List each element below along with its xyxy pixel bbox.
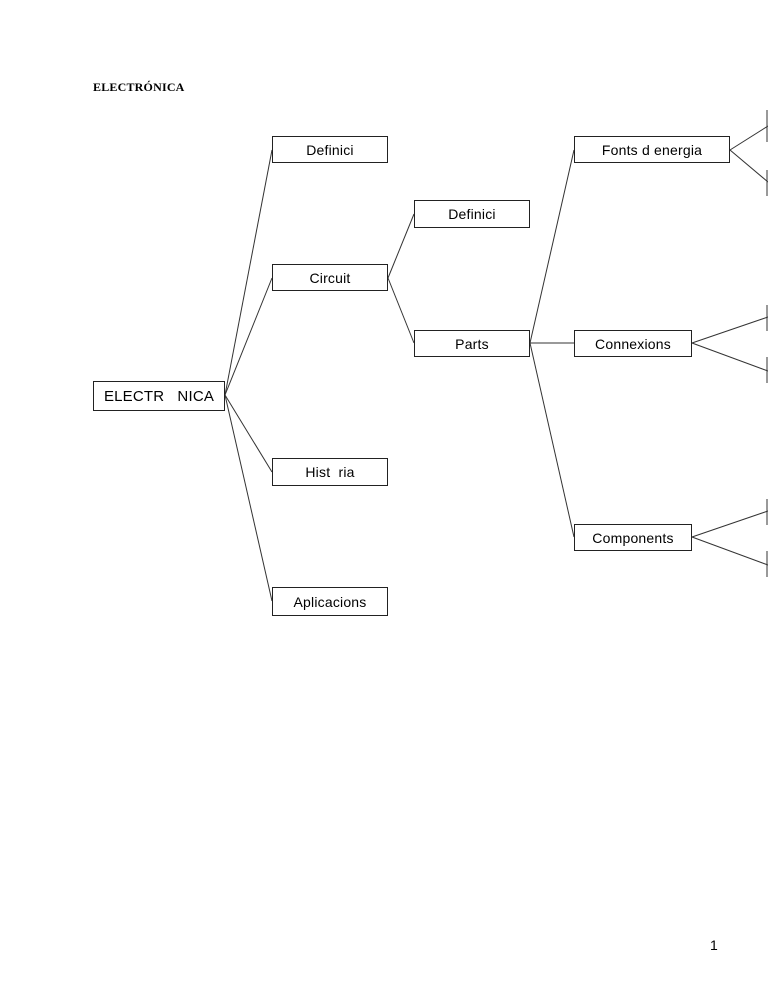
edge-root-circuit (224, 277, 273, 396)
node-circuit: Circuit (272, 264, 388, 291)
edge-components-leaf-2 (691, 536, 768, 566)
node-historia: Hist ria (272, 458, 388, 486)
edge-fonts-leaf-1 (729, 125, 768, 151)
edge-circuit-definicio (387, 213, 415, 279)
edge-connexions-leaf-1 (691, 316, 768, 344)
node-aplicacions: Aplicacions (272, 587, 388, 616)
page-number: 1 (710, 937, 718, 953)
node-parts: Parts (414, 330, 530, 357)
edge-parts-fonts (529, 149, 575, 344)
edge-root-aplicacions (224, 394, 273, 602)
edge-fonts-leaf-2 (729, 149, 768, 183)
edge-root-definicio (224, 149, 273, 396)
edge-parts-components (529, 342, 575, 538)
edge-connexions-leaf-2 (691, 342, 768, 372)
node-connexions: Connexions (574, 330, 692, 357)
edge-circuit-parts (387, 277, 415, 344)
node-components: Components (574, 524, 692, 551)
page-title: ELECTRÓNICA (93, 80, 185, 94)
node-fonts-energia: Fonts d energia (574, 136, 730, 163)
node-circuit-definicio: Definici (414, 200, 530, 228)
node-definicio: Definici (272, 136, 388, 163)
edge-components-leaf-1 (691, 510, 768, 538)
node-electronica: ELECTR NICA (93, 381, 225, 411)
edge-root-historia (224, 394, 273, 473)
